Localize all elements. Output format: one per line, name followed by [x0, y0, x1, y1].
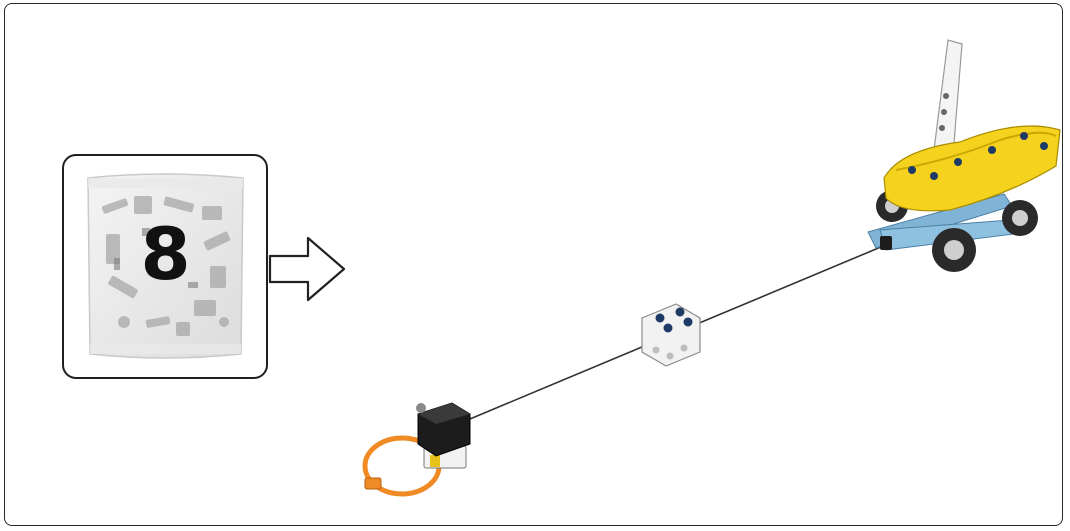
parts-bag-icon [87, 173, 244, 359]
middle-connector [641, 303, 701, 367]
motor-winch [416, 402, 471, 469]
car-model [867, 39, 1061, 272]
bag-number: 8 [140, 212, 191, 296]
right-arrow-icon [268, 236, 346, 302]
